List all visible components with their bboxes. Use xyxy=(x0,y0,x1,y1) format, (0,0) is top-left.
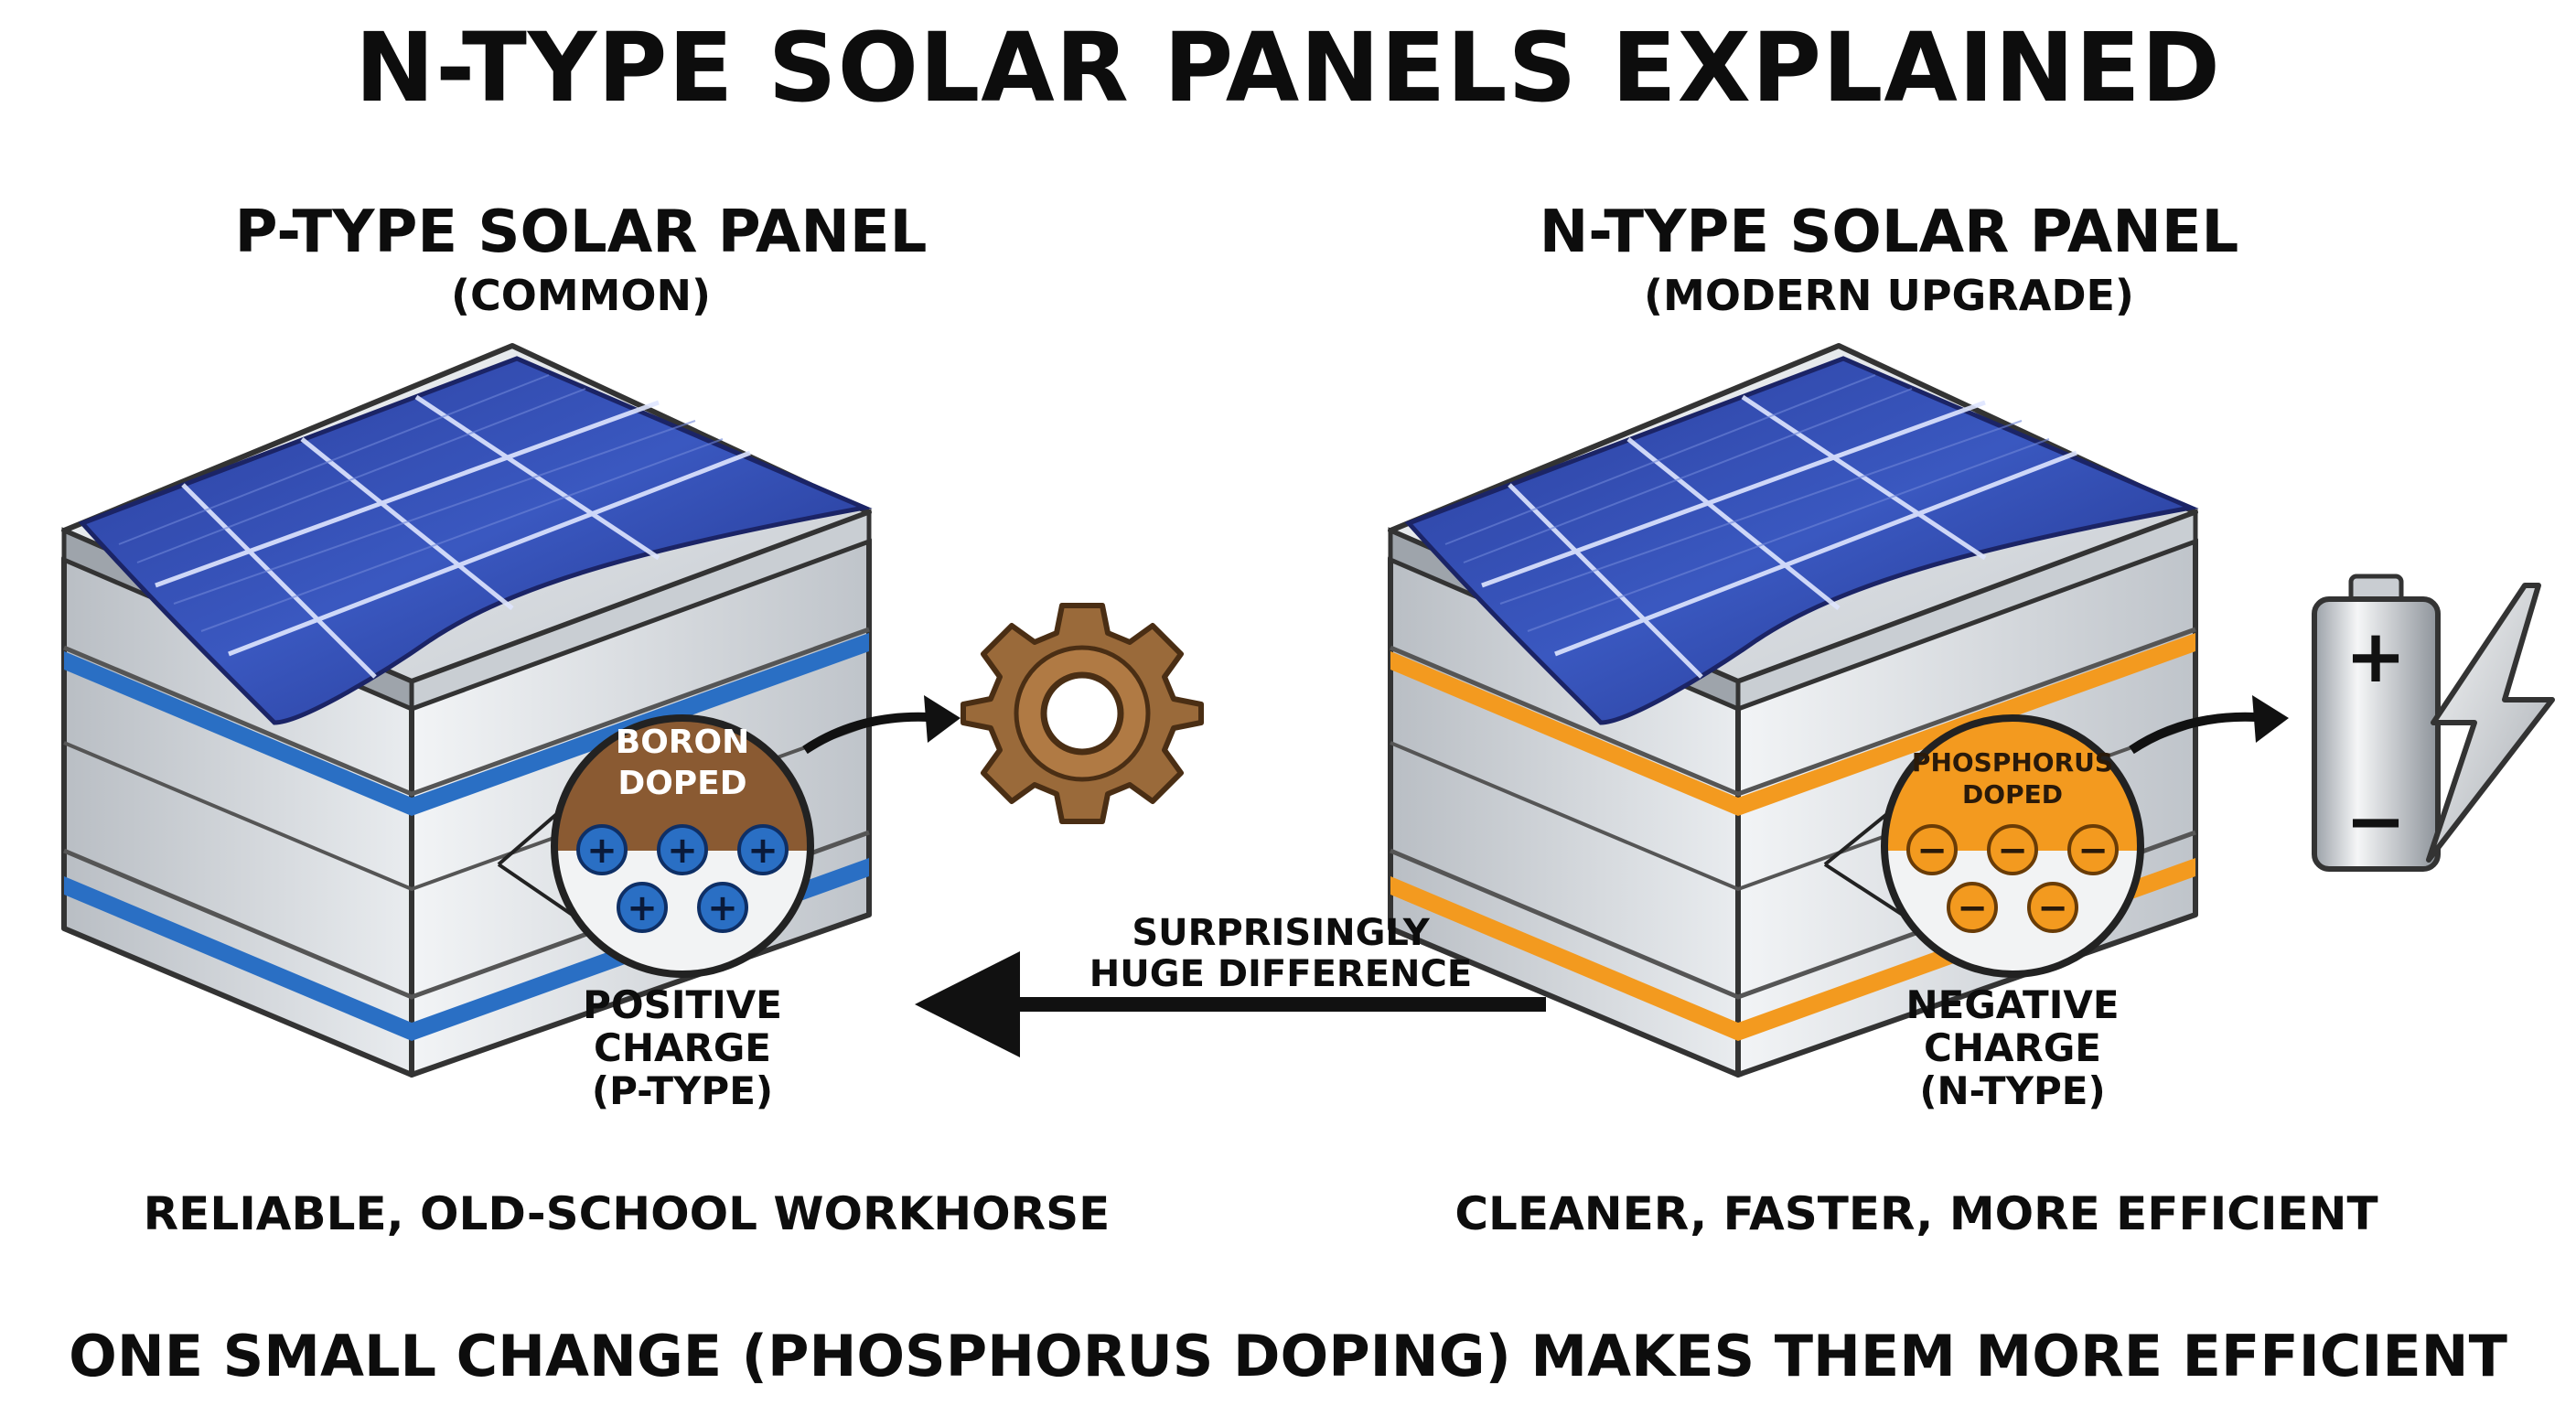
battery-icon: + − xyxy=(2312,574,2441,872)
negative-charge-icon xyxy=(1906,824,1958,875)
left-panel-title: P-TYPE SOLAR PANEL xyxy=(234,198,928,266)
svg-text:−: − xyxy=(1997,830,2028,872)
left-charge-line3: (P-TYPE) xyxy=(591,1068,774,1113)
right-tagline: CLEANER, FASTER, MORE EFFICIENT xyxy=(1454,1187,2378,1240)
positive-charge-icon xyxy=(657,824,708,875)
positive-charge-icon xyxy=(576,824,628,875)
arrow-to-battery xyxy=(2129,712,2270,755)
svg-text:−: − xyxy=(1957,887,1988,929)
positive-charge-icon xyxy=(737,824,789,875)
dopant-label-line1: BORON xyxy=(616,724,750,761)
positive-charge-icon xyxy=(697,882,748,933)
battery-minus: − xyxy=(2345,778,2406,863)
comparison-line2: HUGE DIFFERENCE xyxy=(1089,953,1473,995)
svg-text:−: − xyxy=(2037,887,2068,929)
negative-charge-icon xyxy=(1947,882,1998,933)
right-charge-line1: NEGATIVE xyxy=(1905,982,2120,1027)
svg-text:−: − xyxy=(2077,830,2109,872)
negative-charge-icon xyxy=(1987,824,2038,875)
svg-text:+: + xyxy=(586,830,617,872)
left-tagline: RELIABLE, OLD-SCHOOL WORKHORSE xyxy=(143,1187,1111,1240)
right-panel-subtitle: (MODERN UPGRADE) xyxy=(1644,271,2134,320)
svg-text:+: + xyxy=(667,830,698,872)
arrow-left-icon xyxy=(915,951,1546,1057)
footer-note: ONE SMALL CHANGE (PHOSPHORUS DOPING) MAK… xyxy=(69,1323,2507,1389)
negative-charge-icon xyxy=(2067,824,2119,875)
left-panel-subtitle: (COMMON) xyxy=(450,271,712,320)
phosphorus-doped-magnifier: PHOSPHORUS DOPED − − − − − xyxy=(1881,714,2144,978)
dopant-label-line2: DOPED xyxy=(617,765,746,802)
boron-layer xyxy=(64,633,869,816)
svg-text:+: + xyxy=(747,830,778,872)
dopant-label-line1: PHOSPHORUS xyxy=(1912,747,2113,778)
comparison-line1: SURPRISINGLY xyxy=(1132,912,1430,954)
p-type-panel-block xyxy=(61,343,873,1078)
arrow-to-gear xyxy=(802,712,943,755)
solar-cell-sheet xyxy=(1404,356,2199,725)
right-charge-line2: CHARGE xyxy=(1924,1025,2101,1070)
right-panel-title: N-TYPE SOLAR PANEL xyxy=(1539,198,2239,266)
lightning-bolt-icon xyxy=(2426,583,2555,863)
gear-icon xyxy=(961,603,1204,824)
negative-charge-icon xyxy=(2027,882,2078,933)
left-charge-line2: CHARGE xyxy=(594,1025,771,1070)
svg-text:+: + xyxy=(707,887,738,929)
left-charge-line1: POSITIVE xyxy=(583,982,782,1027)
solar-cell-sheet xyxy=(78,356,873,725)
right-charge-line3: (N-TYPE) xyxy=(1919,1068,2106,1113)
dopant-label-line2: DOPED xyxy=(1962,779,2063,810)
main-title: N-TYPE SOLAR PANELS EXPLAINED xyxy=(355,12,2221,123)
boron-doped-magnifier: BORON DOPED + + + + + xyxy=(551,714,814,978)
svg-text:−: − xyxy=(1916,830,1948,872)
battery-plus: + xyxy=(2345,614,2406,699)
svg-text:+: + xyxy=(627,887,658,929)
positive-charge-icon xyxy=(617,882,668,933)
phosphorus-layer xyxy=(1390,633,2195,816)
